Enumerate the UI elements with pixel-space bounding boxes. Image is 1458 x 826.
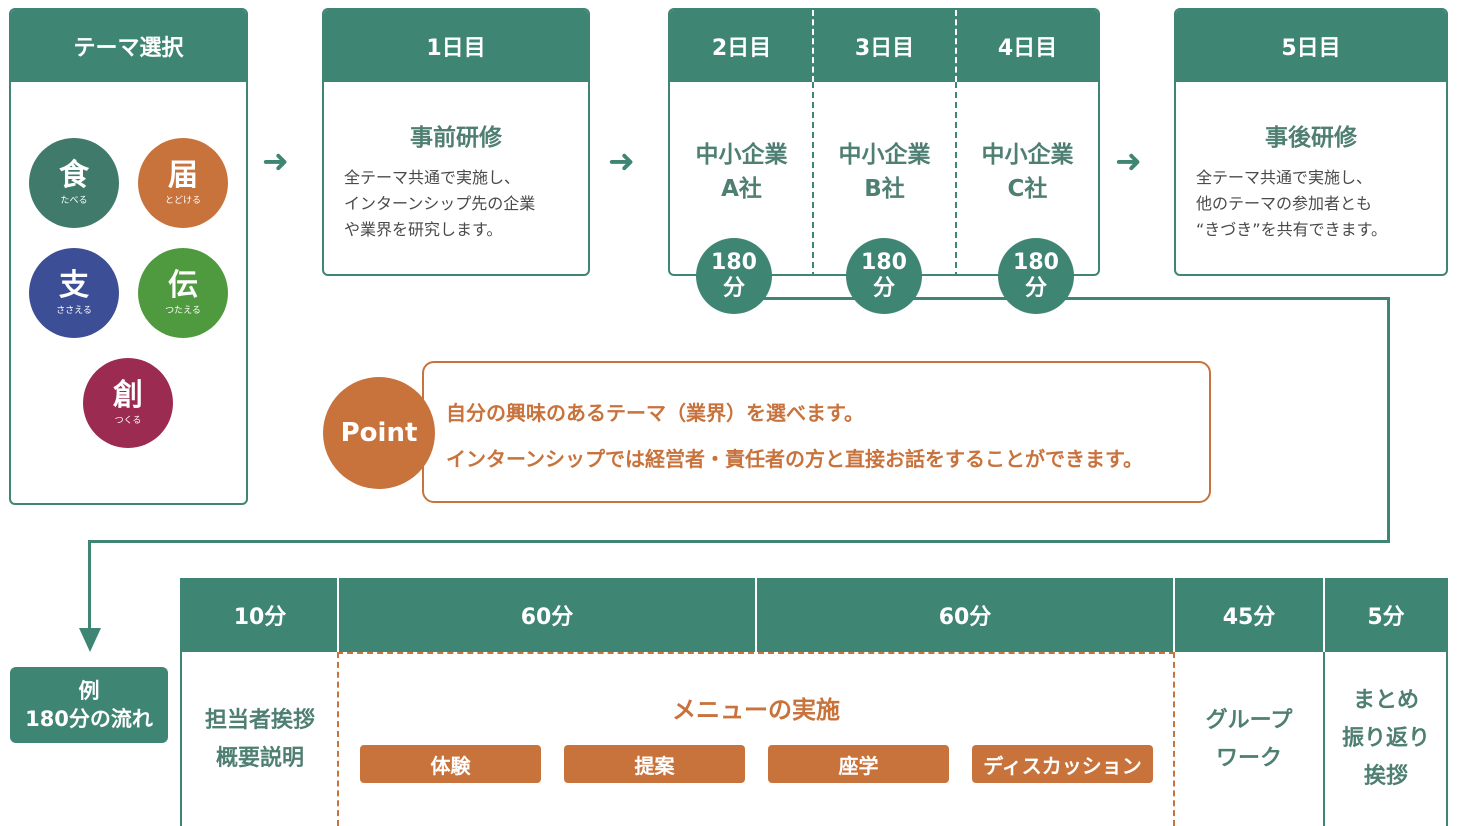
menu-item-experience: 体験 [360,745,541,783]
schedule-table: 10分 60分 60分 45分 5分 担当者挨拶概要説明 メニューの実施 体験 … [180,578,1448,826]
time-60min-a: 60分 [520,605,574,630]
theme-eat-icon: 食たべる [29,138,119,228]
greeting-overview-cell: 担当者挨拶概要説明 [204,708,315,771]
day1-title: 事前研修 [410,125,502,151]
time-45min: 45分 [1222,605,1276,630]
arrow-right-icon: ➜ [1115,142,1142,180]
group-work-cell: グループワーク [1205,708,1293,771]
arrow-right-icon: ➜ [262,142,289,180]
theme-deliver-icon: 届とどける [138,138,228,228]
theme-support-icon: 支ささえる [29,248,119,338]
day5-box: 5日目 事後研修 全テーマ共通で実施し、他のテーマの参加者とも“きづき”を共有で… [1174,8,1448,276]
point-line-2: インターンシップでは経営者・責任者の方と直接お話をすることができます。 [446,447,1143,471]
theme-selection-box: テーマ選択 食たべる 届とどける 支ささえる 伝つたえる 創つくる [9,8,248,505]
theme-create-icon: 創つくる [83,358,173,448]
day3-header: 3日目 [854,36,915,61]
day1-box: 1日目 事前研修 全テーマ共通で実施し、インターンシップ先の企業や業界を研究しま… [322,8,590,276]
time-60min-b: 60分 [938,605,992,630]
arrow-down-icon [79,628,101,652]
menu-item-discussion: ディスカッション [972,745,1153,783]
point-callout: 自分の興味のあるテーマ（業界）を選べます。 インターンシップでは経営者・責任者の… [422,361,1211,503]
theme-communicate-icon: 伝つたえる [138,248,228,338]
menu-item-lecture: 座学 [768,745,949,783]
point-badge: Point [323,377,435,489]
arrow-right-icon: ➜ [608,142,635,180]
day5-title: 事後研修 [1265,125,1357,151]
summary-cell: まとめ振り返り挨拶 [1341,688,1430,789]
menu-item-proposal: 提案 [564,745,745,783]
time-5min: 5分 [1367,605,1405,630]
time-10min: 10分 [233,605,287,630]
day4-header: 4日目 [997,36,1058,61]
point-line-1: 自分の興味のあるテーマ（業界）を選べます。 [446,401,864,425]
day2-header: 2日目 [711,36,772,61]
day5-header: 5日目 [1176,10,1446,82]
menu-title: メニューの実施 [672,696,840,724]
day5-description: 全テーマ共通で実施し、他のテーマの参加者とも“きづき”を共有できます。 [1196,168,1387,239]
day1-description: 全テーマ共通で実施し、インターンシップ先の企業や業界を研究します。 [344,168,536,239]
day1-header: 1日目 [324,10,588,82]
theme-selection-header: テーマ選択 [11,10,246,82]
